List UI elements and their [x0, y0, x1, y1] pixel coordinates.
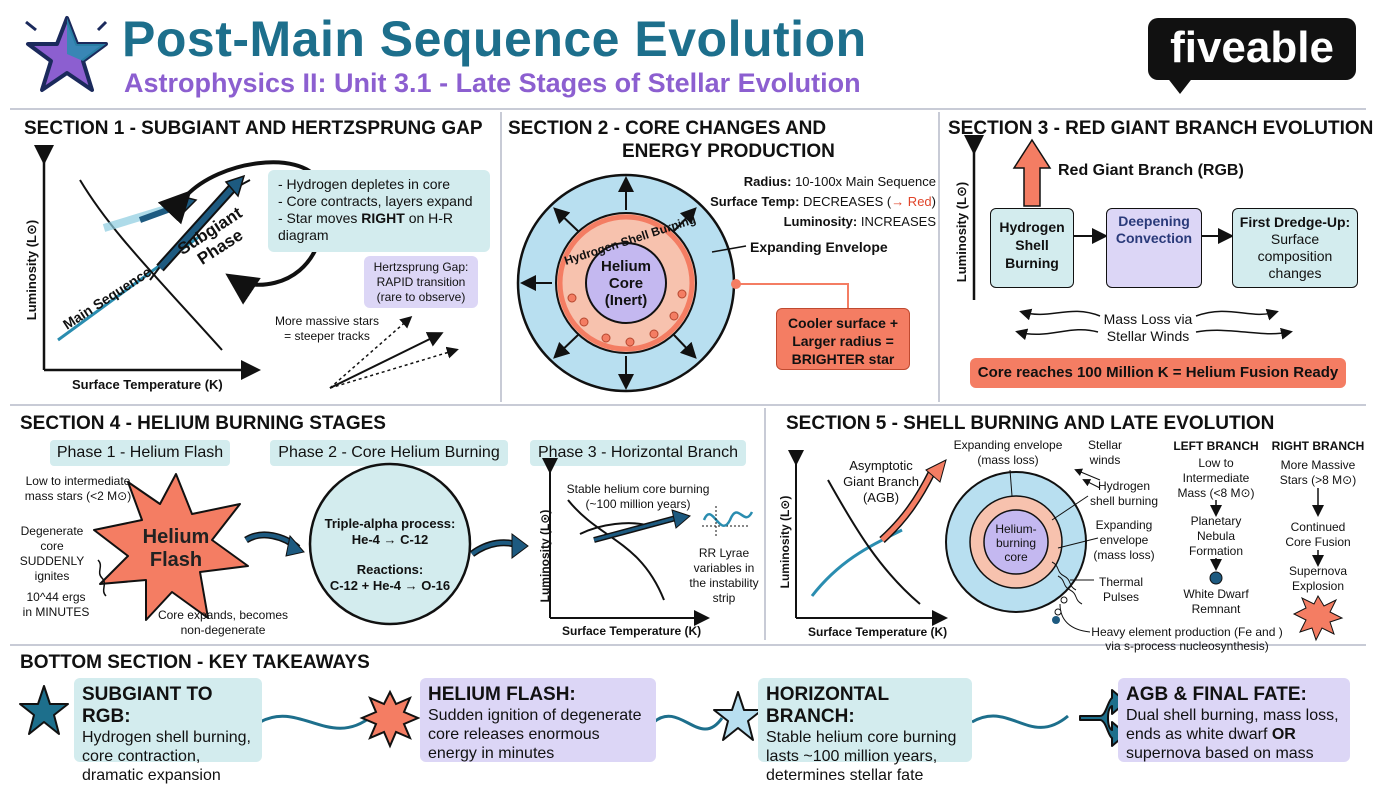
h-shell-label: Hydrogen shell burning: [1089, 479, 1159, 508]
takeaway-card-4: AGB & FINAL FATE: Dual shell burning, ma…: [1118, 678, 1350, 762]
stellar-winds-label: Stellar winds: [1087, 438, 1122, 467]
thermal-pulses-label: Thermal Pulses: [1098, 575, 1143, 604]
divider-v1: [500, 112, 502, 402]
rgb-label: Red Giant Branch (RGB): [1058, 162, 1244, 179]
he-core-label: Helium- burning core: [995, 522, 1037, 564]
takeaways-heading: BOTTOM SECTION - KEY TAKEAWAYS: [20, 652, 370, 673]
heavy-element-label: Heavy element production (Fe and ) via s…: [1091, 625, 1283, 653]
ergs-note: 10^44 ergs in MINUTES: [22, 590, 90, 619]
divider-v3: [764, 408, 766, 640]
takeaway-card-3: HORIZONTAL BRANCH: Stable helium core bu…: [758, 678, 972, 784]
s4-graphics: [93, 458, 754, 626]
massive-stars-note: More massive stars = steeper tracks: [274, 314, 380, 343]
section2-heading-line1: SECTION 2 - CORE CHANGES AND: [508, 118, 827, 139]
white-dwarf-text: White Dwarf Remnant: [1183, 587, 1249, 616]
bullet-3: - Star moves RIGHT on H-R: [278, 210, 454, 226]
agb-label: Asymptotic Giant Branch (AGB): [843, 458, 919, 505]
helium-fusion-banner: Core reaches 100 Million K = Helium Fusi…: [970, 358, 1346, 388]
star-logo-icon: [25, 16, 108, 92]
section5-heading: SECTION 5 - SHELL BURNING AND LATE EVOLU…: [786, 413, 1275, 434]
s1-x-axis-label: Surface Temperature (K): [72, 377, 223, 392]
convection-label: Deepening Convection: [1115, 213, 1193, 246]
mass-loss-label: Mass Loss via Stellar Winds: [1103, 311, 1193, 344]
rr-lyrae-note: RR Lyrae variables in the instability st…: [689, 546, 759, 605]
s5-x-axis-label: Surface Temperature (K): [808, 625, 948, 639]
section1-heading: SECTION 1 - SUBGIANT AND HERTZSPRUNG GAP: [24, 118, 483, 139]
hydrogen-shell-box: Hydrogen Shell Burning: [990, 208, 1074, 288]
helium-core-label: Helium Core (Inert): [600, 258, 651, 309]
s1-bullets-box: - Hydrogen depletes in core - Core contr…: [268, 170, 490, 252]
section2-heading-line2: ENERGY PRODUCTION: [622, 141, 835, 162]
dredge-up-box: First Dredge-Up: Surface composition cha…: [1232, 208, 1358, 288]
supernova-text: Supernova Explosion: [1288, 564, 1348, 593]
divider-h1: [10, 108, 1366, 110]
bullet-2: - Core contracts, layers expand: [278, 193, 473, 209]
divider-h2: [10, 404, 1366, 406]
phase3-pill: Phase 3 - Horizontal Branch: [530, 440, 746, 466]
planetary-nebula-text: Planetary Nebula Formation: [1188, 514, 1244, 558]
page-title: Post-Main Sequence Evolution: [122, 11, 867, 67]
bullet-4: diagram: [278, 227, 329, 243]
expanding-envelope-label: Expanding Envelope: [750, 239, 888, 255]
temp-stat: Surface Temp: DECREASES (→ Red): [710, 194, 936, 209]
reactions-text: Reactions: C-12 + He-4 → O-16: [329, 562, 451, 593]
lum-stat: Luminosity: INCREASES: [783, 214, 936, 229]
page-subtitle: Astrophysics II: Unit 3.1 - Late Stages …: [124, 68, 861, 98]
logo-tail: [1166, 76, 1194, 94]
helium-flash-label: Helium Flash: [142, 526, 210, 571]
s4-x-axis-label: Surface Temperature (K): [562, 624, 702, 638]
phase2-pill: Phase 2 - Core Helium Burning: [270, 440, 508, 466]
section4-heading: SECTION 4 - HELIUM BURNING STAGES: [20, 413, 386, 434]
convection-box: [1106, 208, 1202, 288]
core-expands-note: Core expands, becomes non-degenerate: [157, 608, 289, 637]
stable-burning-note: Stable helium core burning (~100 million…: [566, 482, 710, 511]
brighter-star-callout: Cooler surface + Larger radius = BRIGHTE…: [776, 308, 910, 370]
s5-graphics: [788, 450, 1344, 642]
divider-v2: [938, 112, 940, 402]
phase1-pill: Phase 1 - Helium Flash: [50, 440, 230, 466]
right-mass-text: More Massive Stars (>8 M⊙): [1279, 458, 1357, 487]
triple-alpha-text: Triple-alpha process: He-4 → C-12: [324, 516, 456, 547]
left-mass-text: Low to Intermediate Mass (<8 M⊙): [1177, 456, 1255, 500]
takeaways-connectors: [19, 685, 1127, 749]
takeaway-card-1: SUBGIANT TO RGB: Hydrogen shell burning,…: [74, 678, 262, 784]
env-right-label: Expanding envelope (mass loss): [1093, 518, 1155, 562]
s1-axes: [34, 145, 459, 389]
section3-heading: SECTION 3 - RED GIANT BRANCH EVOLUTION: [948, 118, 1374, 139]
degenerate-note: Degenerate core SUDDENLY ignites: [19, 524, 85, 583]
low-mass-note: Low to intermediate mass stars (<2 M⊙): [24, 474, 132, 503]
s2-star-diagram: [516, 173, 849, 393]
continued-fusion-text: Continued Core Fusion: [1285, 520, 1351, 549]
radius-stat: Radius: 10-100x Main Sequence: [743, 174, 936, 189]
takeaway-card-2: HELIUM FLASH: Sudden ignition of degener…: [420, 678, 656, 762]
env-top-label: Expanding envelope (mass loss): [953, 438, 1063, 467]
bullet-1: - Hydrogen depletes in core: [278, 176, 450, 192]
right-branch-heading: RIGHT BRANCH: [1271, 439, 1365, 453]
left-branch-heading: LEFT BRANCH: [1173, 439, 1259, 453]
divider-h3: [10, 644, 1366, 646]
s2-stats: Radius: 10-100x Main Sequence Surface Te…: [710, 172, 936, 232]
hertzsprung-gap-box: Hertzsprung Gap: RAPID transition (rare …: [364, 256, 478, 308]
fiveable-logo[interactable]: fiveable: [1148, 18, 1356, 80]
